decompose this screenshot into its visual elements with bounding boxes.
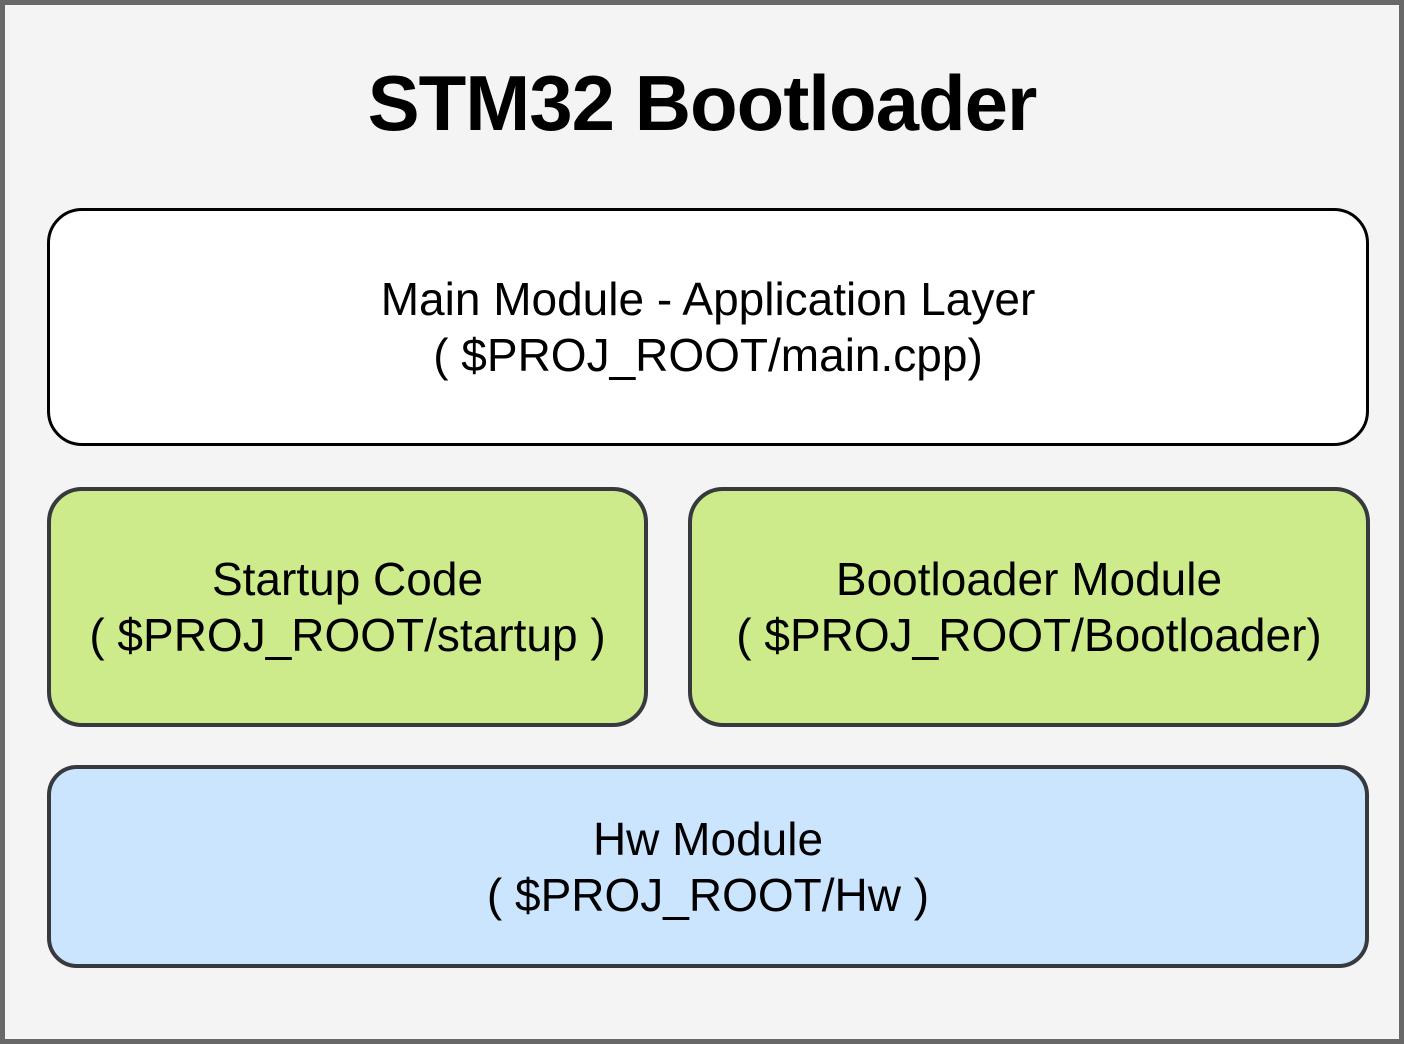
main-module-label: Main Module - Application Layer — [380, 273, 1036, 325]
main-module-box: Main Module - Application Layer ( $PROJ_… — [47, 208, 1369, 446]
startup-code-label: Startup Code — [211, 553, 484, 605]
startup-code-path: ( $PROJ_ROOT/startup ) — [89, 609, 606, 661]
bootloader-module-path: ( $PROJ_ROOT/Bootloader) — [736, 609, 1322, 661]
startup-code-box: Startup Code ( $PROJ_ROOT/startup ) — [47, 487, 648, 727]
diagram-title: STM32 Bootloader — [367, 59, 1038, 147]
bootloader-module-label: Bootloader Module — [835, 553, 1223, 605]
hw-module-label: Hw Module — [592, 812, 824, 865]
main-module-path: ( $PROJ_ROOT/main.cpp) — [433, 329, 983, 381]
hw-module-path: ( $PROJ_ROOT/Hw ) — [486, 868, 930, 921]
hw-module-box: Hw Module ( $PROJ_ROOT/Hw ) — [47, 765, 1369, 968]
bootloader-module-box: Bootloader Module ( $PROJ_ROOT/Bootloade… — [688, 487, 1370, 727]
